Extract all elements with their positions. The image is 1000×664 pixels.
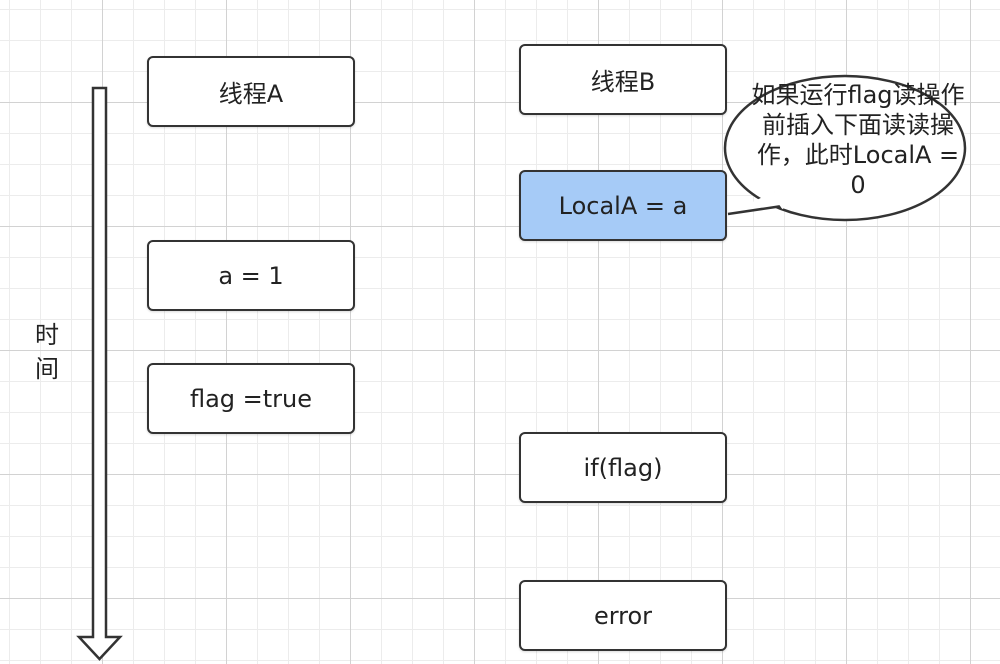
thread-b-step-error: error — [519, 580, 727, 651]
thread-b-header: 线程B — [519, 44, 727, 115]
thread-b-step-check-flag: if(flag) — [519, 432, 727, 503]
thread-a-step-assign-a: a = 1 — [147, 240, 355, 311]
callout-text: 如果运行flag读操作前插入下面读读操作，此时LocalA = 0 — [751, 81, 965, 199]
time-arrow-icon — [76, 86, 123, 661]
thread-a-header: 线程A — [147, 56, 355, 127]
callout-bubble — [723, 74, 967, 222]
thread-a-step-set-flag: flag =true — [147, 363, 355, 434]
time-axis-label: 时间 — [35, 321, 59, 383]
thread-b-step-read-a: LocalA = a — [519, 170, 727, 241]
